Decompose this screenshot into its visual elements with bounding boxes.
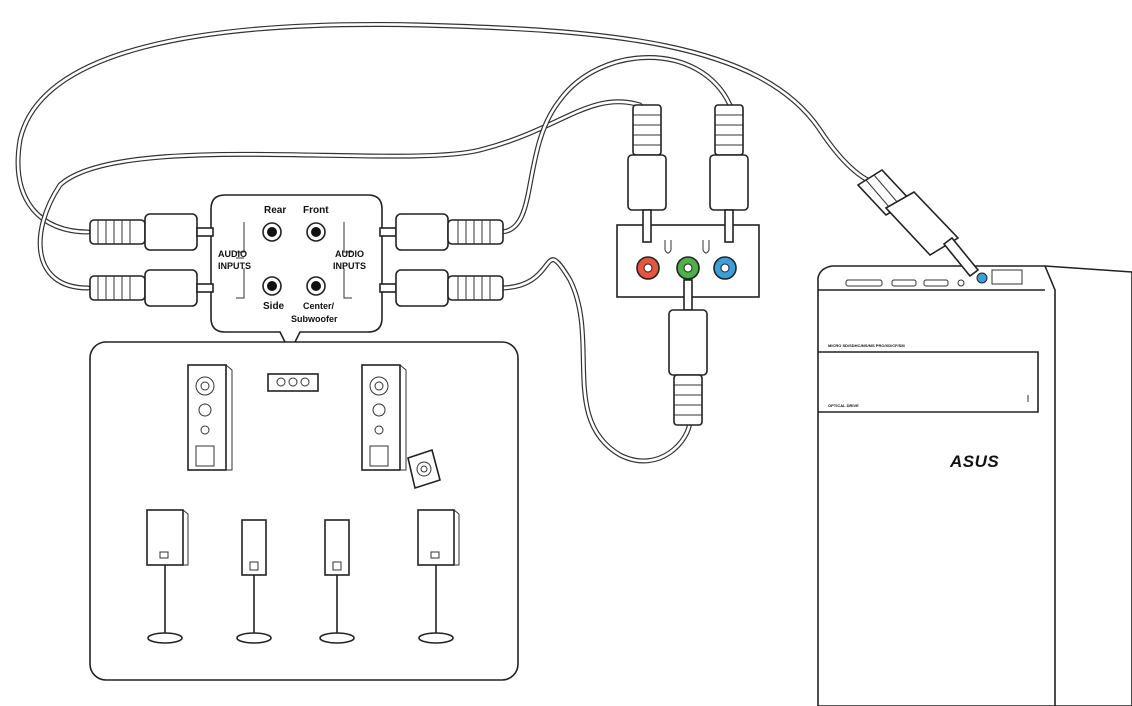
- rear-right-speaker: [417, 509, 460, 644]
- jack-center-subwoofer: [306, 276, 326, 296]
- amplifier-unit: [267, 373, 319, 392]
- pc-front-ports: [845, 269, 1023, 287]
- front-right-speaker: [361, 364, 407, 471]
- plugs-right: [379, 213, 504, 307]
- jack-line-in: [713, 256, 737, 280]
- audio-cables: [15, 22, 883, 464]
- plug-io-top-right: [709, 104, 749, 243]
- jack-center-label-line1: Center/: [303, 301, 335, 311]
- jack-side: [262, 276, 282, 296]
- pc-tower: MICRO SD/SDHC/MS/MS PRO/XD/CF/SM OPTICAL…: [817, 265, 1132, 706]
- plug-left-bottom: [89, 269, 214, 307]
- cable-side-to-io: [497, 55, 733, 235]
- cable-rear-to-io: [37, 99, 643, 291]
- speaker-input-panel: Rear Front Side Center/ Subwoofer AUDIO …: [210, 194, 383, 354]
- jack-rear-speaker-out: [636, 256, 660, 280]
- plug-right-top: [379, 213, 504, 251]
- brand-logo: ASUS: [949, 452, 999, 471]
- jack-center-label-line2: Subwoofer: [291, 314, 338, 324]
- plug-right-bottom: [379, 269, 504, 307]
- jack-rear-label: Rear: [264, 205, 286, 216]
- subwoofer: [407, 448, 441, 490]
- card-reader-label: MICRO SD/SDHC/MS/MS PRO/XD/CF/SM: [828, 343, 905, 348]
- plugs-left: [89, 213, 214, 307]
- inputs-left-label-line2: INPUTS: [218, 261, 251, 271]
- jack-front: [306, 222, 326, 242]
- inputs-right-label-line2: INPUTS: [333, 261, 366, 271]
- front-left-speaker: [187, 364, 233, 471]
- jack-side-label: Side: [263, 301, 285, 312]
- cable-center-to-io: [497, 257, 693, 464]
- jack-rear: [262, 222, 282, 242]
- cable-front-to-pc: [15, 22, 883, 235]
- speaker-layout-box: [89, 341, 519, 681]
- inputs-left-label-line1: AUDIO: [218, 249, 247, 259]
- inputs-right-label-line1: AUDIO: [335, 249, 364, 259]
- rear-left-speaker: [146, 509, 189, 644]
- plug-io-bottom: [668, 279, 708, 426]
- jack-front-label: Front: [303, 205, 329, 216]
- jack-line-out: [676, 256, 700, 280]
- side-left-speaker: [236, 519, 272, 644]
- side-right-speaker: [319, 519, 355, 644]
- plug-pc-front: [856, 168, 980, 278]
- optical-drive-label: OPTICAL DRIVE: [828, 403, 859, 408]
- plug-left-top: [89, 213, 214, 251]
- plug-io-top-left: [627, 104, 667, 243]
